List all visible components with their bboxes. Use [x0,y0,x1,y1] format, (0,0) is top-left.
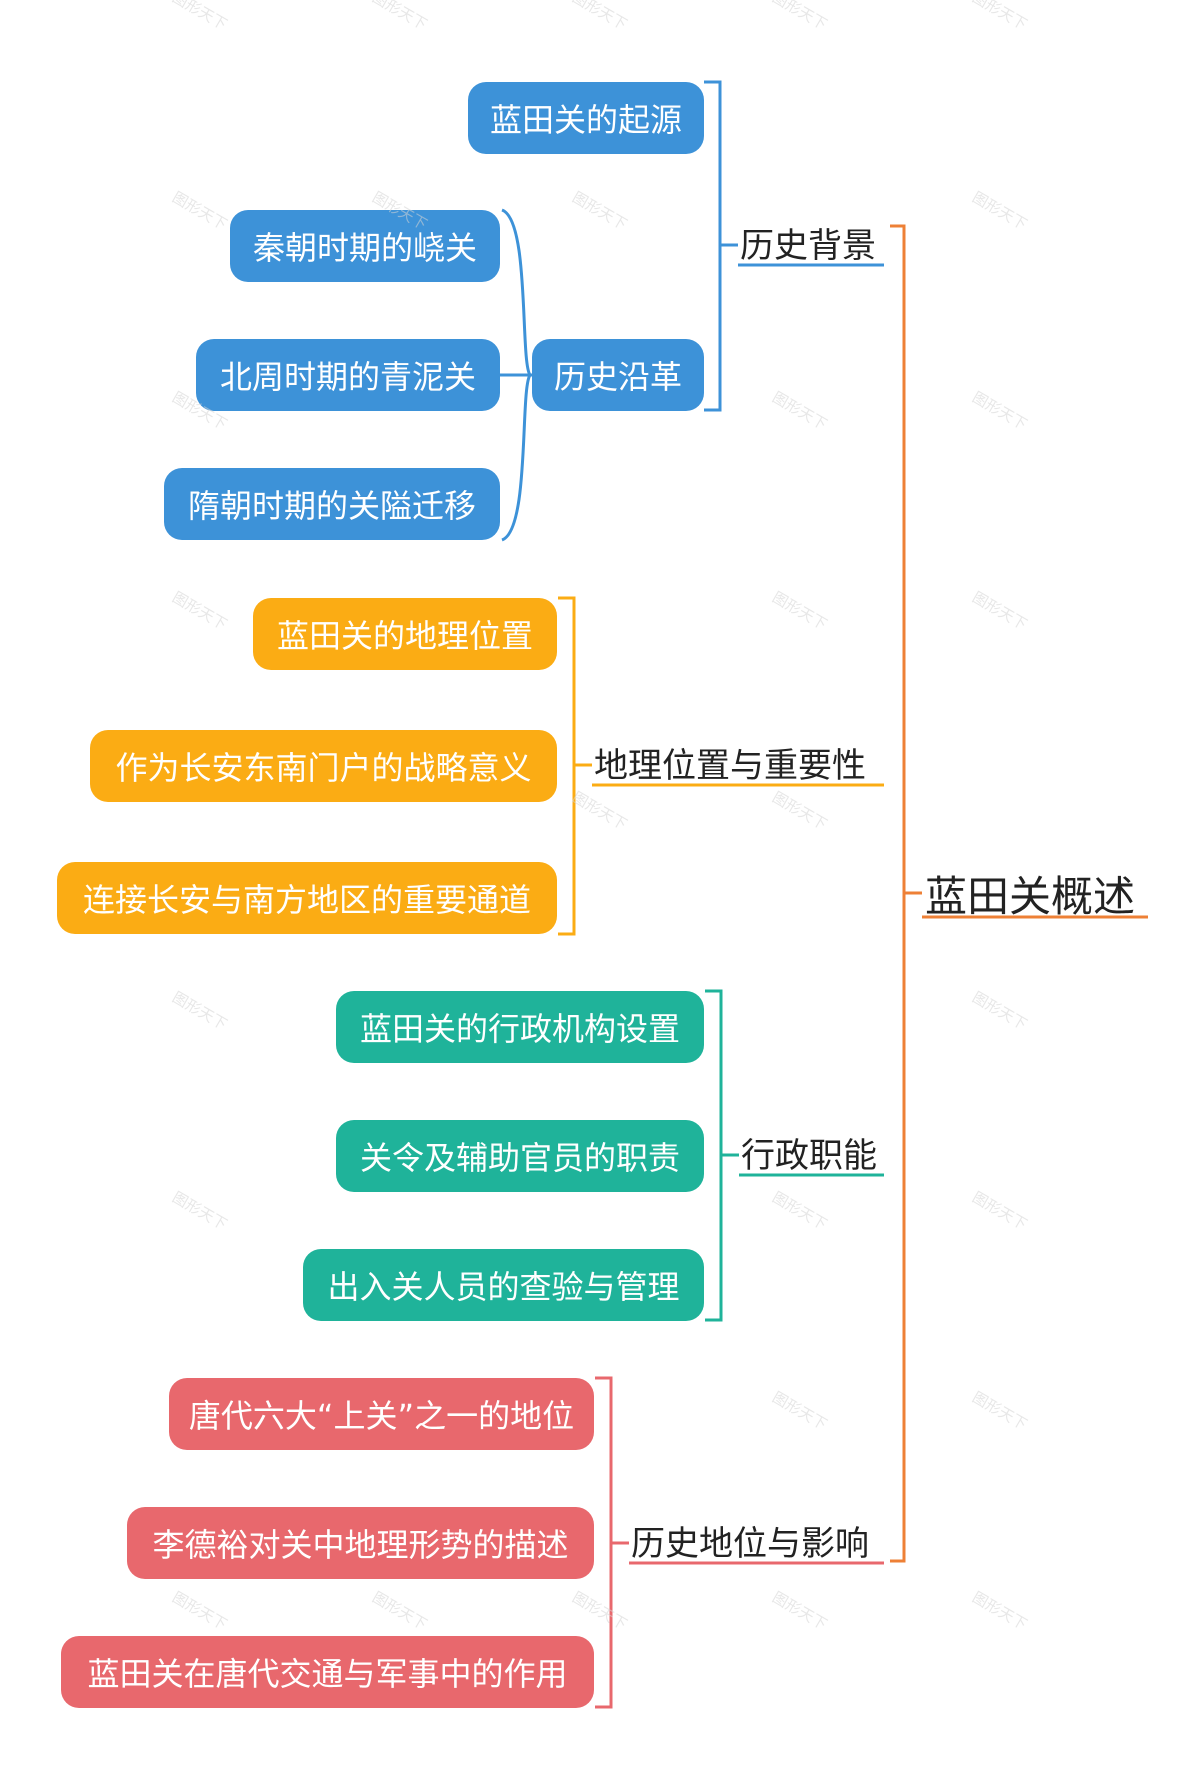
node-sui-relocation[interactable]: 隋朝时期的关隘迁移 [164,468,500,540]
node-evolution[interactable]: 历史沿革 [532,339,704,411]
node-qin-yaoguan[interactable]: 秦朝时期的峣关 [230,210,500,282]
node-beizhou-qingniguan[interactable]: 北周时期的青泥关 [196,339,500,411]
node-strategic-gate[interactable]: 作为长安东南门户的战略意义 [90,730,557,802]
node-origin[interactable]: 蓝田关的起源 [468,82,704,154]
node-tang-upper-pass[interactable]: 唐代六大“上关”之一的地位 [169,1378,594,1450]
node-officials[interactable]: 关令及辅助官员的职责 [336,1120,704,1192]
root-topic[interactable]: 蓝田关概述 [925,872,1136,921]
node-li-deyu[interactable]: 李德裕对关中地理形势的描述 [127,1507,594,1579]
node-inspection[interactable]: 出入关人员的查验与管理 [303,1249,704,1321]
node-tang-role[interactable]: 蓝田关在唐代交通与军事中的作用 [61,1636,594,1708]
branch-admin[interactable]: 行政职能 [741,1136,877,1176]
branch-history-background[interactable]: 历史背景 [740,226,876,266]
node-location[interactable]: 蓝田关的地理位置 [253,598,557,670]
branch-status[interactable]: 历史地位与影响 [631,1524,869,1564]
node-passage[interactable]: 连接长安与南方地区的重要通道 [57,862,557,934]
node-admin-setup[interactable]: 蓝田关的行政机构设置 [336,991,704,1063]
branch-geography[interactable]: 地理位置与重要性 [594,746,866,786]
